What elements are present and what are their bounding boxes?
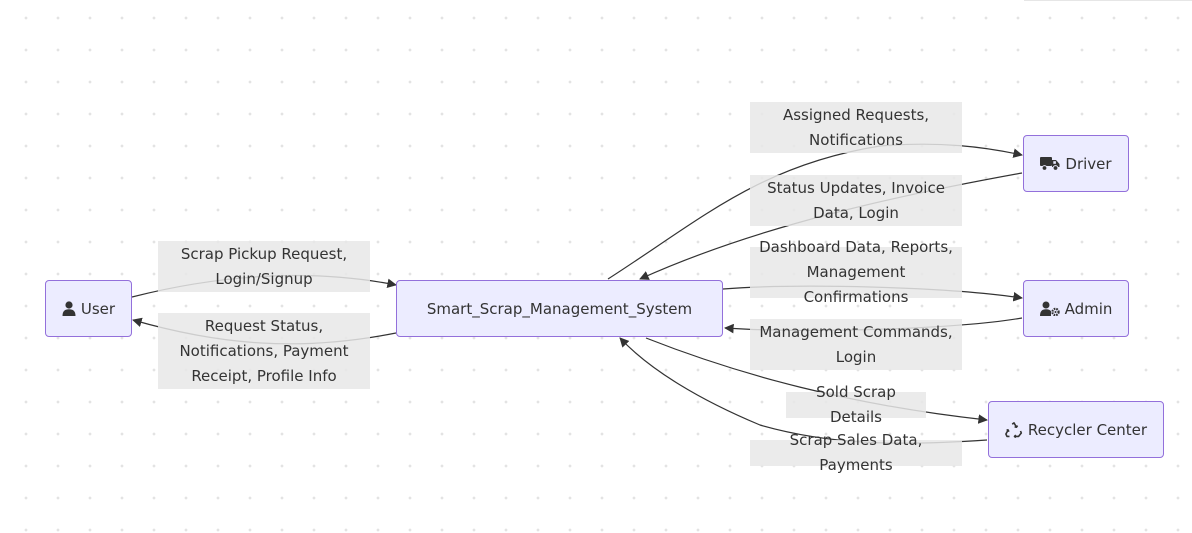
node-label: Recycler Center xyxy=(1027,420,1148,439)
edge-system-to-driver xyxy=(607,143,1023,280)
edge-label-text: Dashboard Data, Reports, Management Conf… xyxy=(759,238,953,306)
node-driver[interactable]: Driver xyxy=(1023,135,1129,192)
node-label: Driver xyxy=(1065,154,1112,173)
node-recycler[interactable]: Recycler Center xyxy=(988,401,1164,458)
edge-label-driver-to-system: Status Updates, Invoice Data, Login xyxy=(750,175,962,226)
edge-label-system-to-user: Request Status, Notifications, Payment R… xyxy=(158,313,370,389)
top-bar xyxy=(1024,0,1192,1)
user-icon xyxy=(62,301,76,316)
node-system[interactable]: Smart_Scrap_Management_System xyxy=(396,280,723,337)
node-label: Admin xyxy=(1064,299,1113,318)
user-gear-icon xyxy=(1039,301,1060,316)
node-label: Smart_Scrap_Management_System xyxy=(426,299,693,318)
edge-label-text: Management Commands, Login xyxy=(759,322,953,366)
edge-label-text: Sold Scrap Details xyxy=(816,383,896,426)
edge-label-text: Assigned Requests, Notifications xyxy=(782,105,930,149)
edge-label-recycler-to-system: Scrap Sales Data, Payments xyxy=(750,431,962,474)
node-user[interactable]: User xyxy=(45,280,132,337)
edge-label-text: Scrap Pickup Request, Login/Signup xyxy=(180,244,348,288)
recycle-icon xyxy=(1005,421,1023,438)
node-admin[interactable]: Admin xyxy=(1023,280,1129,337)
edge-label-text: Status Updates, Invoice Data, Login xyxy=(767,178,945,222)
edge-label-user-to-system: Scrap Pickup Request, Login/Signup xyxy=(158,241,370,292)
edge-label-system-to-driver: Assigned Requests, Notifications xyxy=(750,102,962,153)
edge-label-text: Scrap Sales Data, Payments xyxy=(789,431,923,474)
edge-system-to-recycler xyxy=(645,337,988,424)
edge-label-admin-to-system: Management Commands, Login xyxy=(750,319,962,370)
truck-icon xyxy=(1040,157,1060,171)
node-label: User xyxy=(80,299,116,318)
edge-label-system-to-recycler: Sold Scrap Details xyxy=(786,383,926,426)
edge-label-text: Request Status, Notifications, Payment R… xyxy=(179,316,349,385)
edge-label-system-to-admin: Dashboard Data, Reports, Management Conf… xyxy=(750,238,962,306)
